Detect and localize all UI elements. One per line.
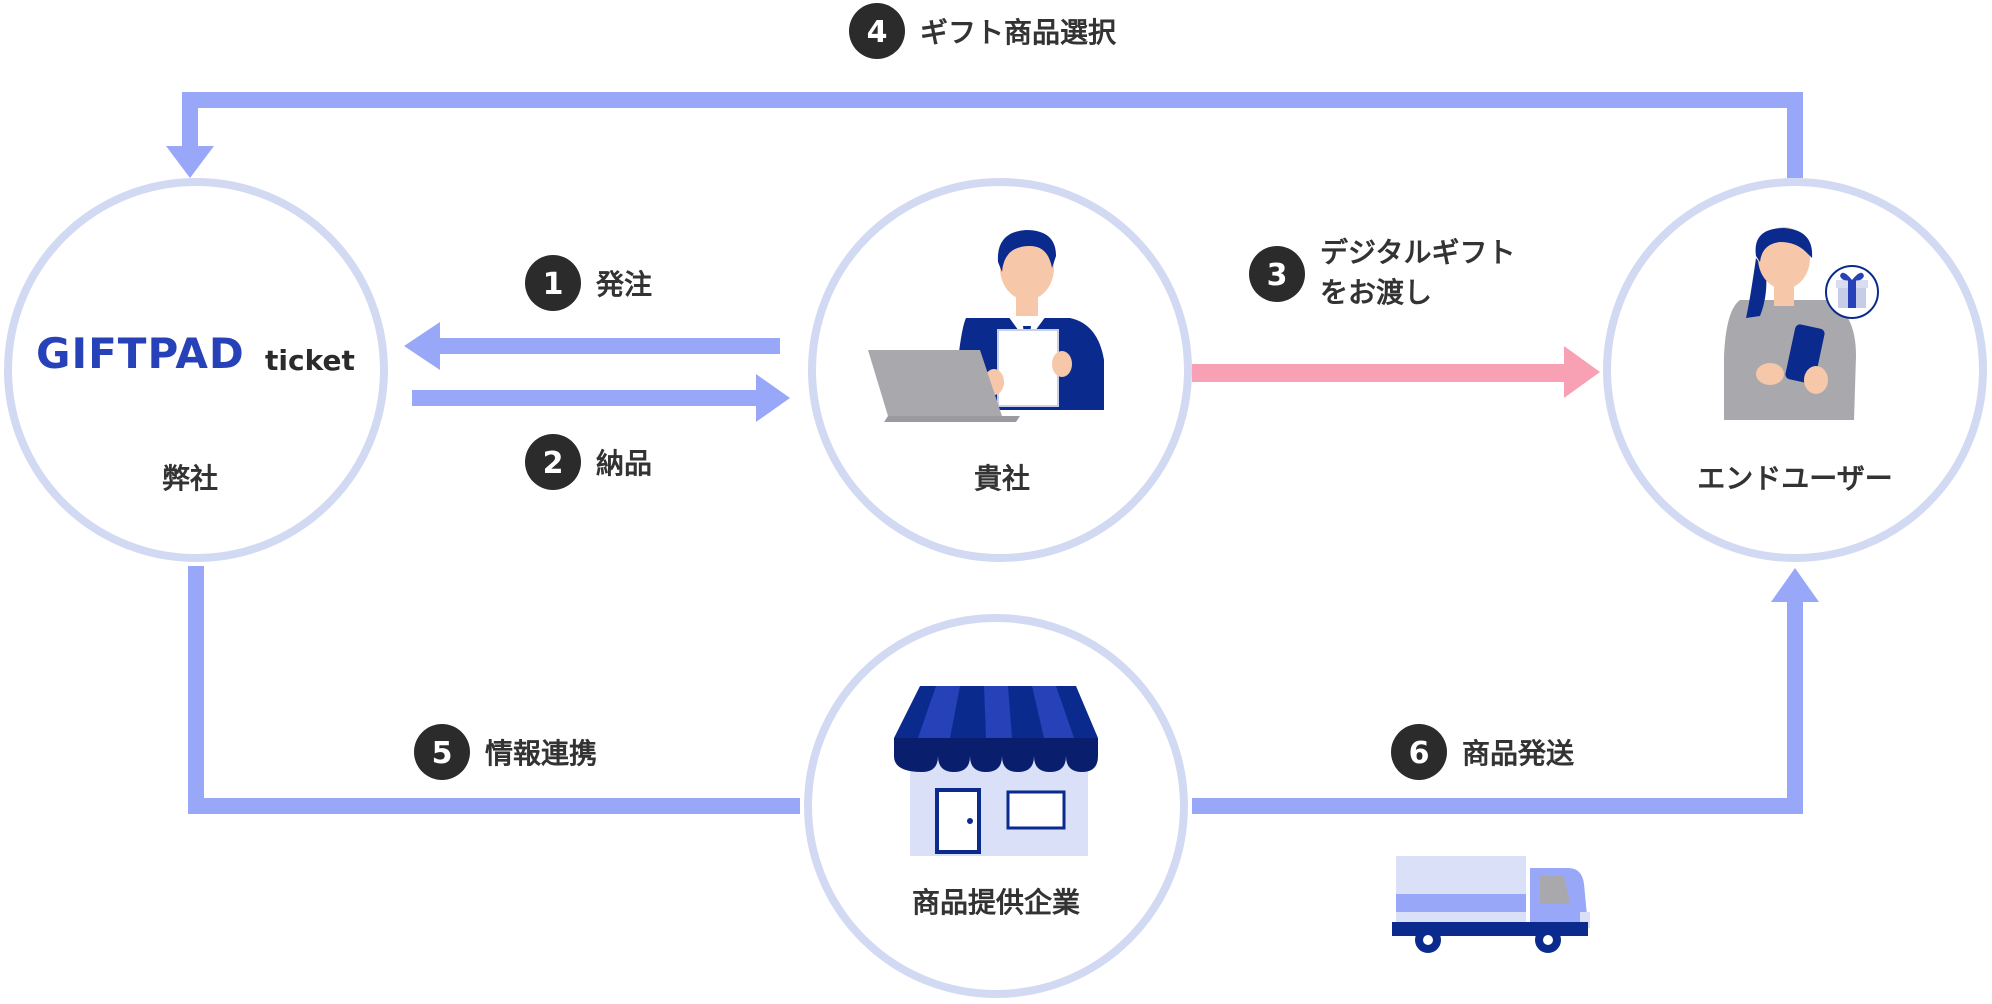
step-5-badge — [414, 724, 470, 780]
gift-bubble-icon — [1825, 265, 1879, 319]
logo-main-text: GIFTPAD — [36, 329, 245, 378]
connector-gift-selection — [166, 92, 1803, 178]
step-3-label-line2: をお渡し — [1320, 276, 1432, 309]
truck-icon — [1392, 856, 1590, 953]
step-4-badge — [849, 3, 905, 59]
step-2-label: 納品 — [596, 447, 652, 480]
arrow-digital-gift — [1192, 346, 1600, 398]
connector-info-link — [188, 566, 800, 814]
logo-sub-text: ticket — [265, 344, 355, 377]
arrow-delivery — [412, 374, 790, 422]
node-label-provider: 商品提供企業 — [912, 886, 1080, 919]
client-person-icon — [868, 230, 1104, 422]
step-6: 6 商品発送 — [1391, 724, 1574, 780]
step-6-badge — [1391, 724, 1447, 780]
node-label-client: 貴社 — [974, 462, 1030, 495]
step-1-number: 1 — [543, 267, 564, 302]
step-4-label: ギフト商品選択 — [920, 16, 1117, 49]
step-3-label-line1: デジタルギフト — [1320, 236, 1515, 269]
step-3: 3 デジタルギフト をお渡し — [1249, 236, 1515, 309]
step-5: 5 情報連携 — [414, 724, 597, 780]
arrow-order — [404, 322, 780, 370]
step-6-number: 6 — [1409, 736, 1430, 771]
step-1-label: 発注 — [595, 268, 652, 301]
step-6-label: 商品発送 — [1462, 737, 1574, 770]
node-label-us: 弊社 — [162, 462, 218, 495]
step-2-badge — [525, 434, 581, 490]
connector-shipping — [1192, 568, 1819, 814]
step-1: 1 発注 — [525, 255, 652, 311]
step-3-number: 3 — [1267, 258, 1288, 293]
step-5-number: 5 — [432, 736, 453, 771]
node-ring-us — [4, 178, 388, 562]
step-1-badge — [525, 255, 581, 311]
step-4-number: 4 — [867, 15, 888, 50]
giftpad-logo: GIFTPAD ticket — [36, 329, 355, 378]
end-user-person-icon — [1724, 227, 1856, 420]
step-2: 2 納品 — [525, 434, 652, 490]
step-3-badge — [1249, 246, 1305, 302]
step-5-label: 情報連携 — [485, 737, 597, 770]
node-label-end-user: エンドユーザー — [1697, 462, 1892, 495]
step-4: 4 ギフト商品選択 — [849, 3, 1117, 59]
store-icon — [894, 686, 1098, 856]
step-2-number: 2 — [543, 446, 564, 481]
